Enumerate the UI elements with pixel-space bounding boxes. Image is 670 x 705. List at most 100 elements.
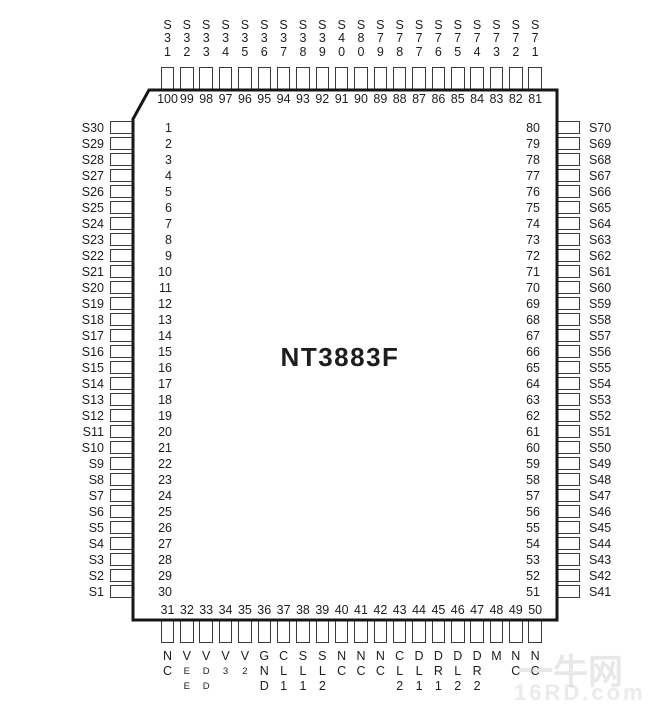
- pin-label-char: 3: [241, 31, 249, 46]
- pin-label-char: 6: [434, 44, 442, 59]
- pin-label-char: 3: [222, 666, 229, 677]
- pin-number: 3: [165, 152, 172, 167]
- pin-label-char: R: [433, 664, 443, 678]
- pin-label: S16: [81, 344, 104, 359]
- pin-pad-bottom: [257, 620, 271, 643]
- pin-number: 25: [158, 504, 172, 519]
- pin-label-char: V: [182, 649, 192, 663]
- pin-pad-right: [557, 408, 580, 423]
- pin-number: 63: [526, 392, 540, 407]
- pin-label: S65: [589, 200, 612, 215]
- pin-number: 7: [165, 216, 172, 231]
- pin-pad-bottom: [354, 620, 368, 643]
- pin-pad-left: [110, 232, 133, 247]
- pin-number: 17: [158, 376, 172, 391]
- pin-pad-right: [557, 440, 580, 455]
- pin-label: S27: [81, 168, 104, 183]
- pin-label-char: S: [221, 18, 230, 32]
- pin-pad-right: [557, 296, 580, 311]
- pin-label-char: 9: [318, 44, 326, 59]
- pin-label: S4: [88, 536, 104, 551]
- pin-label-char: 8: [357, 31, 365, 46]
- pin-label-char: V: [221, 649, 230, 663]
- pin-number: 23: [158, 472, 172, 487]
- pin-number: 9: [165, 248, 172, 263]
- pin-label: S66: [589, 184, 612, 199]
- pin-label-char: S: [511, 18, 520, 32]
- pin-label-char: 2: [512, 44, 520, 59]
- pin-number: 16: [158, 360, 172, 375]
- pin-label: S45: [589, 520, 612, 535]
- pin-pad-left: [110, 168, 133, 183]
- pin-pad-bottom: [451, 620, 465, 643]
- pin-pad-top: [334, 67, 349, 90]
- pin-number: 5: [165, 184, 172, 199]
- pin-number: 27: [158, 536, 172, 551]
- pin-pad-left: [110, 344, 133, 359]
- pin-number: 1: [165, 120, 172, 135]
- pin-label-char: 8: [299, 44, 307, 59]
- pin-label-char: 3: [222, 31, 230, 46]
- pin-pad-top: [373, 67, 388, 90]
- pin-pad-right: [557, 264, 580, 279]
- pin-pad-left: [110, 264, 133, 279]
- pin-label: S57: [589, 328, 612, 343]
- pin-pad-right: [557, 488, 580, 503]
- pin-number: 68: [526, 312, 540, 327]
- pin-label: S54: [589, 376, 612, 391]
- pin-label-char: D: [202, 681, 210, 692]
- pin-label-char: L: [454, 664, 462, 678]
- pin-label-char: D: [259, 679, 269, 693]
- pin-number: 51: [526, 584, 540, 599]
- pin-label-char: 7: [376, 31, 384, 46]
- pin-pad-top: [218, 67, 233, 90]
- pin-pad-bottom: [489, 620, 504, 643]
- pin-pad-top: [296, 67, 310, 90]
- pin-pad-top: [180, 67, 194, 90]
- pin-number: 52: [526, 568, 540, 583]
- pin-pad-left: [110, 152, 133, 167]
- pin-label: S23: [81, 232, 104, 247]
- pin-label: S29: [81, 136, 104, 151]
- pin-pad-right: [557, 568, 580, 583]
- pin-label-char: 2: [473, 679, 481, 693]
- pin-label-char: 6: [260, 44, 268, 59]
- pin-label-char: D: [433, 649, 443, 663]
- pin-label-char: 1: [415, 679, 423, 693]
- pin-label: S44: [589, 536, 612, 551]
- pin-pad-top: [257, 67, 271, 90]
- pin-number: 66: [526, 344, 540, 359]
- pin-number: 15: [158, 344, 172, 359]
- pin-number: 18: [158, 392, 172, 407]
- pin-label-char: C: [511, 664, 521, 678]
- pin-number: 55: [526, 520, 540, 535]
- pin-number: 56: [526, 504, 540, 519]
- pin-label-char: 2: [242, 666, 248, 677]
- pin-label: S12: [81, 408, 104, 423]
- pin-label-char: S: [472, 18, 482, 32]
- pin-label-char: S: [395, 18, 404, 32]
- pin-label-char: N: [530, 649, 540, 663]
- pin-label-char: S: [318, 649, 327, 663]
- pin-pad-right: [557, 168, 580, 183]
- pin-label: S61: [589, 264, 612, 279]
- pin-label-char: C: [356, 664, 366, 678]
- pin-label: S56: [589, 344, 612, 359]
- pin-pad-right: [557, 328, 580, 343]
- pin-pad-left: [110, 280, 133, 295]
- pin-label: S28: [81, 152, 104, 167]
- pin-number: 78: [526, 152, 540, 167]
- pin-label: S22: [81, 248, 104, 263]
- pin-number: 60: [526, 440, 540, 455]
- pin-label-char: 5: [454, 44, 462, 59]
